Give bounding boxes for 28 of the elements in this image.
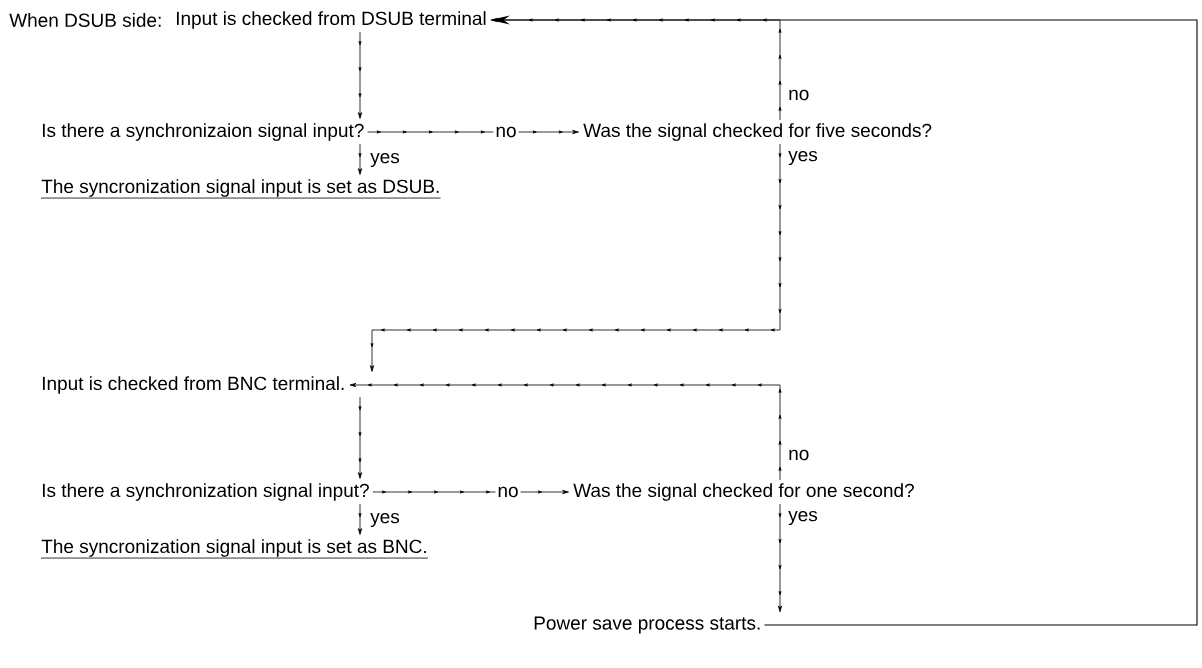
arrow [357,143,363,175]
side-label: When DSUB side: [9,13,161,27]
step-text: Was the signal checked for one second? [573,483,914,501]
edge-label: yes [368,510,402,530]
step-text: Was the signal checked for five seconds? [583,123,932,141]
arrow [357,31,363,119]
arrow [349,382,782,481]
arrow [357,396,363,479]
arrow [369,143,782,372]
edge-label: yes [368,150,402,170]
step-text: Is there a synchronization signal input? [42,483,369,501]
edge-label: no [786,447,812,463]
arrow [367,129,579,135]
edge-label: yes [786,148,820,168]
edge-label: yes [786,508,820,528]
underlined-step-text: The syncronization signal input is set as DSUB. [40,179,441,199]
underlined-step-text: The syncronization signal input is set as BNC. [40,539,429,559]
arrow [357,503,363,535]
arrow [372,489,569,495]
step-text: Input is checked from DSUB terminal [176,11,486,29]
edge-label: no [495,484,521,500]
step-text: Power save process starts. [534,616,760,634]
step-text: Input is checked from BNC terminal. [42,376,344,394]
edge-label: no [493,124,519,140]
step-text: Is there a synchronizaion signal input? [42,123,364,141]
arrow [777,503,783,613]
edge-label: no [786,87,812,103]
arrow [491,17,782,121]
